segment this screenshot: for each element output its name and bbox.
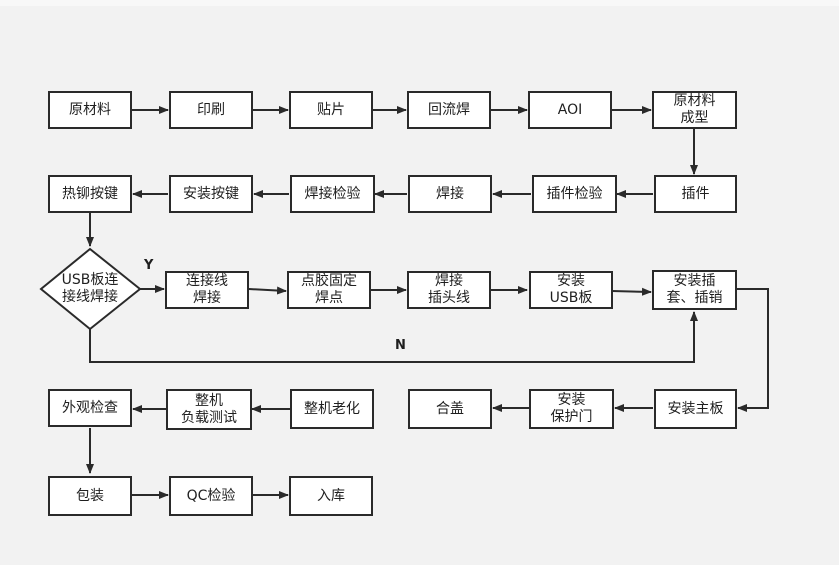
node-machine-aging: 整机老化 [290, 389, 374, 429]
node-solder-header: 焊接 插头线 [407, 271, 491, 309]
node-insertion: 插件 [654, 175, 737, 213]
node-install-keys: 安装按键 [169, 175, 253, 213]
top-edge [0, 0, 839, 6]
node-install-plug-sleeve: 安装插 套、插销 [652, 270, 737, 310]
node-cover: 合盖 [408, 389, 492, 429]
arrow-plug-sleeve-to-mainboard [736, 288, 769, 412]
node-wire-soldering: 连接线 焊接 [165, 271, 249, 309]
label-no: N [395, 338, 406, 353]
node-printing: 印刷 [169, 91, 253, 129]
node-load-test: 整机 负载测试 [166, 389, 252, 430]
node-raw-material-forming: 原材料 成型 [652, 91, 737, 129]
node-appearance-check: 外观检查 [48, 389, 132, 427]
arrow-no-path [89, 311, 698, 363]
node-reflow: 回流焊 [407, 91, 491, 129]
label-yes: Y [144, 258, 154, 273]
node-raw-material: 原材料 [48, 91, 132, 129]
node-glue-fix: 点胶固定 焊点 [287, 271, 371, 309]
node-aoi: AOI [528, 91, 612, 129]
node-heat-rivet-keys: 热铆按键 [48, 175, 132, 213]
arrow-wire-to-glue [248, 286, 287, 295]
node-qc-check: QC检验 [169, 476, 253, 516]
node-install-mainboard: 安装主板 [654, 389, 737, 429]
node-install-protective-door: 安装 保护门 [529, 389, 614, 429]
node-packaging: 包装 [48, 476, 132, 516]
node-decision-usb: USB板连 接线焊接 [61, 272, 119, 305]
node-solder-check: 焊接检验 [290, 175, 375, 213]
node-soldering: 焊接 [408, 175, 492, 213]
node-mounting: 贴片 [289, 91, 373, 129]
node-warehousing: 入库 [289, 476, 373, 516]
arrow-usb-to-plug-sleeve [611, 287, 652, 296]
node-install-usb: 安装 USB板 [529, 271, 613, 309]
node-insertion-check: 插件检验 [532, 175, 617, 213]
